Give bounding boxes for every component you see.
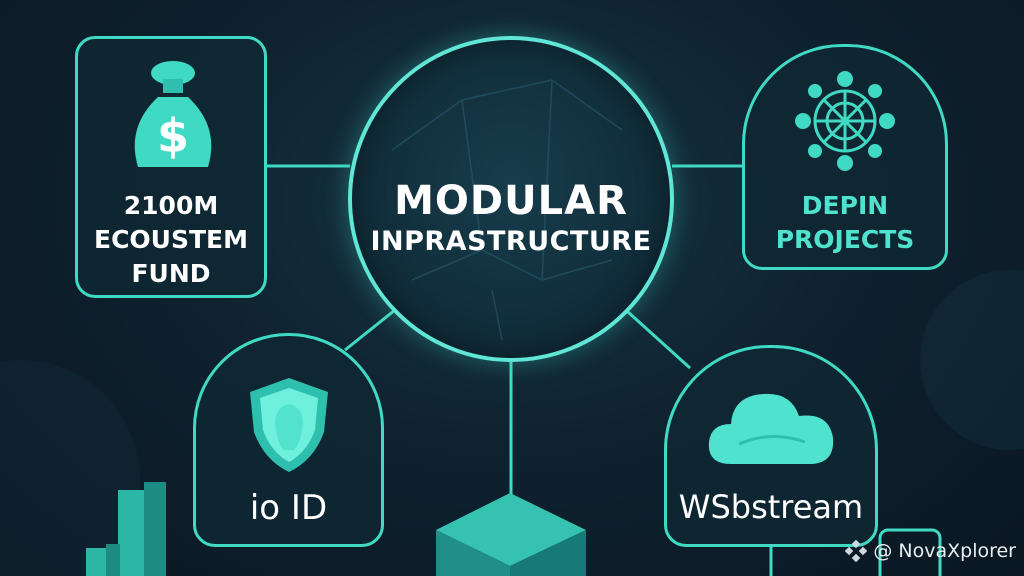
- money-bag-icon: $: [118, 57, 228, 172]
- watermark: @ NovaXplorer: [845, 537, 1016, 565]
- cube-graphic: [436, 493, 586, 576]
- diamond-logo-icon: [845, 540, 867, 562]
- depin-label-text: DEPIN PROJECTS: [776, 191, 915, 254]
- modular-infrastructure-hub: MODULAR INPRASTRUCTURE: [348, 36, 674, 362]
- svg-text:$: $: [157, 109, 189, 163]
- shield-icon: [244, 374, 334, 474]
- ecosystem-fund-card: $ 2100M ECOUSTEM FUND: [75, 36, 267, 298]
- center-subtitle: INPRASTRUCTURE: [352, 226, 670, 257]
- network-wheel-icon: [791, 67, 899, 175]
- cloud-icon: [701, 376, 841, 476]
- fund-label: 2100M ECOUSTEM FUND: [78, 189, 264, 291]
- watermark-text: @ NovaXplorer: [873, 540, 1016, 562]
- fund-label-text: 2100M ECOUSTEM FUND: [94, 191, 248, 288]
- ioid-card: io ID: [193, 333, 384, 547]
- ioid-label: io ID: [196, 488, 381, 528]
- wsbstream-card: WSbstream: [664, 345, 878, 547]
- depin-label: DEPIN PROJECTS: [745, 189, 945, 257]
- center-title: MODULAR: [352, 178, 670, 224]
- depin-projects-card: DEPIN PROJECTS: [742, 44, 948, 270]
- wsbstream-label: WSbstream: [667, 488, 875, 526]
